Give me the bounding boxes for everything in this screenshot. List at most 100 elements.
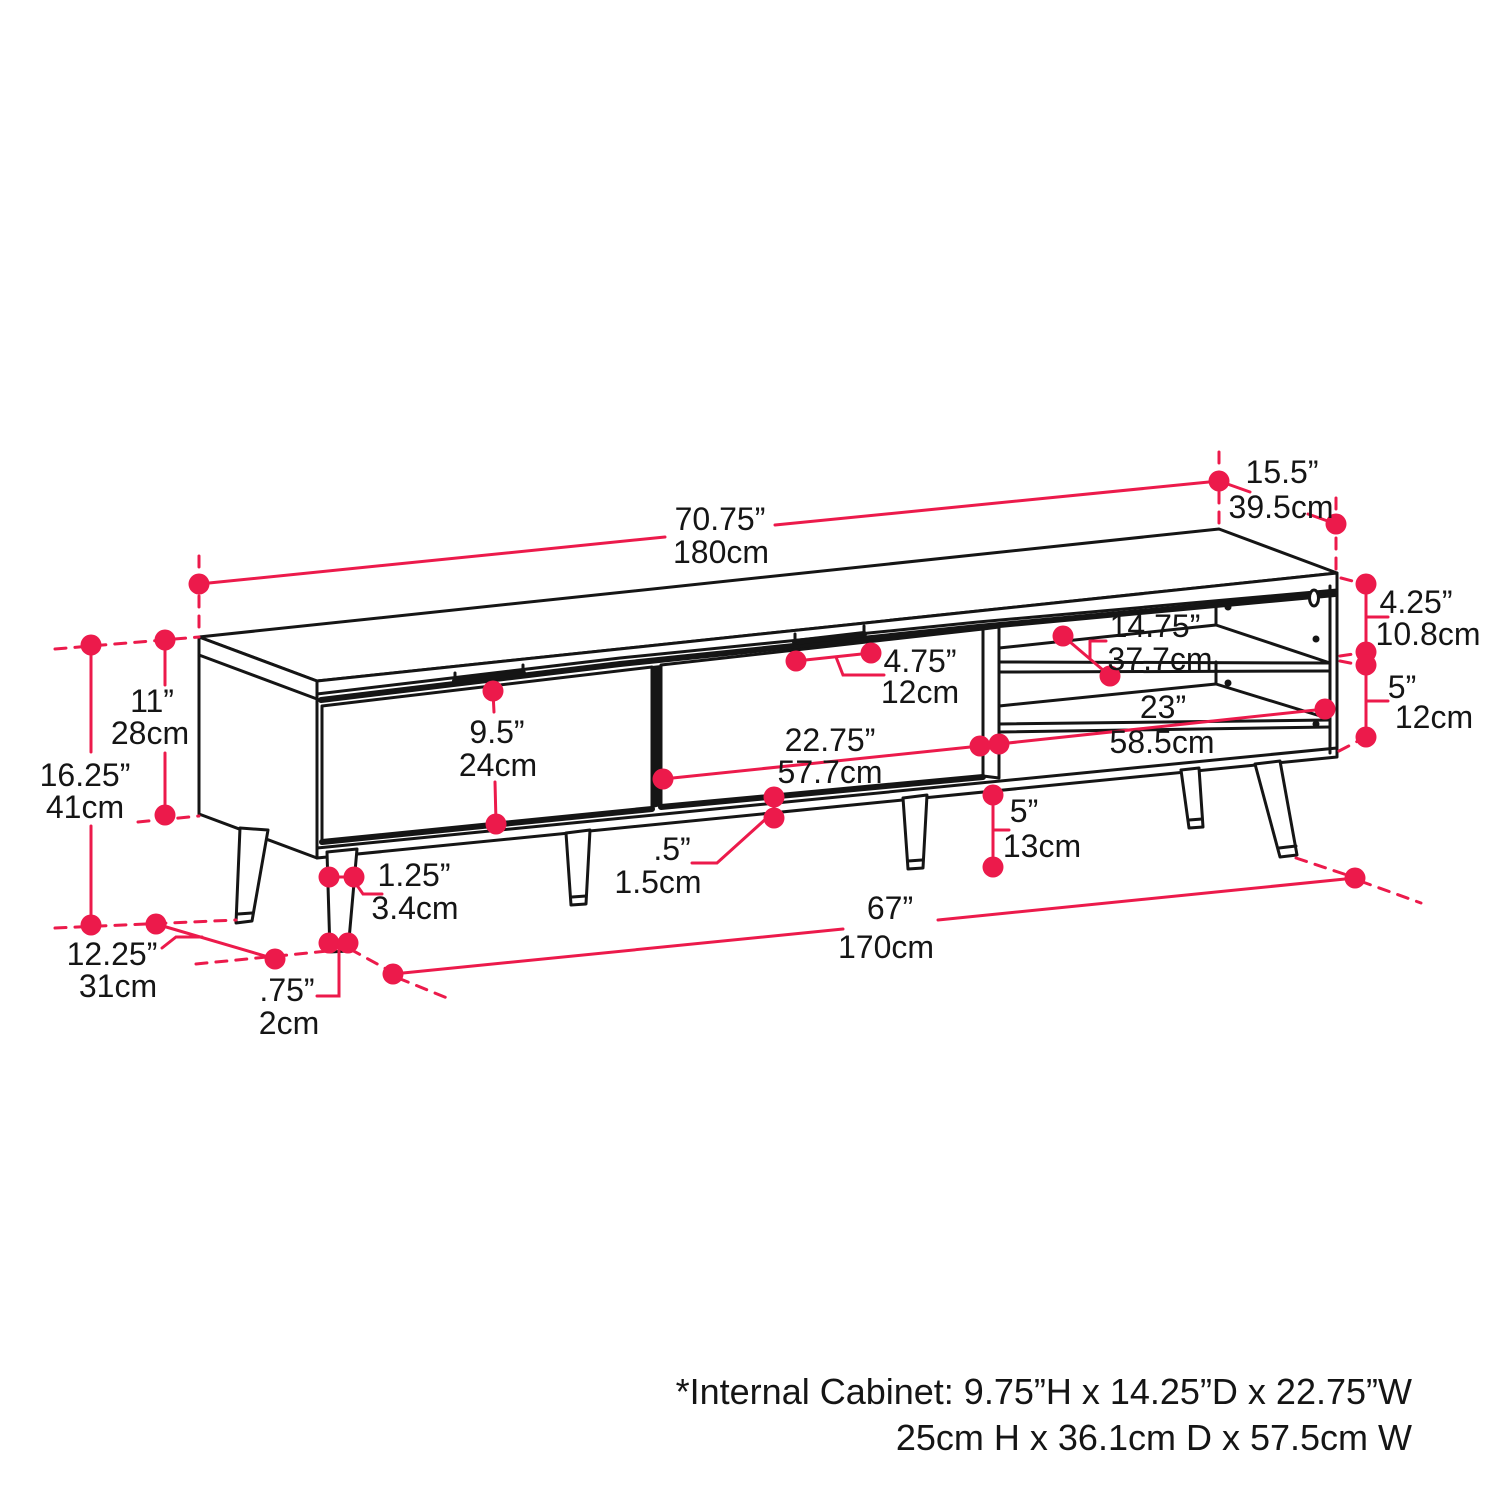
dim-overall-width: 70.75” 180cm xyxy=(188,450,1230,636)
dim-dot xyxy=(1052,625,1074,647)
leader-dash xyxy=(396,976,454,1002)
dim-overall-height: 16.25” 41cm xyxy=(40,634,238,936)
dim-dot xyxy=(1099,665,1121,687)
dim-dot xyxy=(343,866,365,888)
leg-foot xyxy=(570,894,588,899)
leader-dash xyxy=(1358,879,1423,905)
dim-dot xyxy=(860,642,882,664)
upper-shelf-front-bottom xyxy=(997,669,1332,674)
dimension-annotations: 70.75” 180cm 15.5” 39.5cm 4.25” 10.8cm xyxy=(40,450,1481,1041)
dim-label-metric: 170cm xyxy=(838,929,934,965)
dim-line xyxy=(997,707,1327,746)
dim-label-inches: 4.75” xyxy=(884,643,957,679)
dim-line xyxy=(391,927,845,976)
dim-label-inches: 11” xyxy=(130,683,174,719)
upper-shelf-back-edge xyxy=(997,623,1218,650)
dim-shelf-width: 23” 58.5cm xyxy=(988,689,1336,760)
dim-door-width: 22.75” 57.7cm xyxy=(652,722,991,790)
leader-dash xyxy=(1339,576,1362,585)
leader-line xyxy=(160,935,204,950)
screw-hole xyxy=(1224,679,1232,687)
middle-door-bottom-shadow xyxy=(658,774,986,810)
dim-label-metric: 10.8cm xyxy=(1376,616,1481,652)
dim-dot xyxy=(982,856,1004,878)
dim-label-metric: 2cm xyxy=(259,1005,319,1041)
upper-shelf-side-seam xyxy=(1214,623,1332,665)
leg-foot xyxy=(236,911,254,916)
dim-dot xyxy=(1355,573,1377,595)
dim-dot xyxy=(482,680,504,702)
dim-dot xyxy=(145,913,167,935)
leader-dash xyxy=(1337,738,1362,753)
dim-label-metric: 24cm xyxy=(459,747,537,783)
dim-dot xyxy=(988,733,1010,755)
dim-dot xyxy=(1314,698,1336,720)
dim-dot xyxy=(80,634,102,656)
leg-middle-left xyxy=(564,828,592,907)
dim-line xyxy=(1217,479,1252,494)
dim-label-inches: 23” xyxy=(1140,689,1186,725)
internal-cabinet-footnote: *Internal Cabinet: 9.75”H x 14.25”D x 22… xyxy=(676,1371,1412,1458)
dim-label-metric: 12cm xyxy=(881,674,959,710)
dim-label-metric: 41cm xyxy=(46,789,124,825)
footnote-line2: 25cm H x 36.1cm D x 57.5cm W xyxy=(896,1417,1412,1458)
door-handle-notches xyxy=(452,624,867,684)
lower-shelf-back-edge xyxy=(997,682,1218,708)
extension-line xyxy=(53,635,201,651)
dim-label-metric: 3.4cm xyxy=(371,890,458,926)
leader-dash xyxy=(1338,659,1362,667)
leader-line xyxy=(315,946,341,998)
dim-dot xyxy=(763,807,785,829)
dim-label-inches: 5” xyxy=(1388,669,1416,705)
dim-label-inches: 4.25” xyxy=(1380,584,1453,620)
leg-front-right xyxy=(1253,759,1299,859)
dim-label-metric: 28cm xyxy=(111,715,189,751)
dim-label-metric: 13cm xyxy=(1003,828,1081,864)
dim-label-inches: 14.75” xyxy=(1110,608,1201,644)
section-top-line xyxy=(997,590,1332,627)
leader-line xyxy=(690,814,771,865)
dim-dot xyxy=(763,786,785,808)
tv-stand-outline xyxy=(197,527,1339,954)
dim-label-inches: 1.25” xyxy=(378,857,451,893)
leg-foot xyxy=(1187,817,1204,822)
leader-line xyxy=(834,655,886,677)
leader-dash xyxy=(348,947,392,973)
leader-line xyxy=(1088,639,1108,661)
dim-dot xyxy=(188,573,210,595)
dim-dot xyxy=(1355,654,1377,676)
leg-middle-right xyxy=(901,793,929,871)
dim-dot xyxy=(485,813,507,835)
leg-foot xyxy=(1277,844,1298,850)
floor-line-front xyxy=(194,949,330,966)
dim-dot xyxy=(1355,726,1377,748)
screw-hole xyxy=(1224,603,1232,611)
upper-shelf-front-top xyxy=(997,660,1332,665)
dim-label-metric: 12cm xyxy=(1395,699,1473,735)
dim-dot xyxy=(785,650,807,672)
leg-back-left xyxy=(234,826,270,925)
leader-dash xyxy=(1338,651,1362,658)
dim-line xyxy=(661,744,982,781)
leader-dash xyxy=(1294,856,1352,878)
dim-dot xyxy=(264,948,286,970)
dim-dot xyxy=(652,768,674,790)
dim-handle-cutout: 4.75” 12cm xyxy=(785,642,959,710)
dim-dot xyxy=(337,932,359,954)
dim-door-height: 9.5” 24cm xyxy=(459,680,537,835)
dim-label-inches: 67” xyxy=(867,890,913,926)
dim-upper-opening-height: 4.25” 10.8cm xyxy=(1338,573,1481,663)
dim-lower-opening-height: 5” 12cm xyxy=(1337,654,1473,753)
lower-shelf-front-top xyxy=(997,718,1332,726)
dim-leg-top-width: 1.25” 3.4cm xyxy=(318,857,459,926)
screw-hole xyxy=(1312,635,1320,643)
dim-dot xyxy=(318,932,340,954)
dim-label-inches: 70.75” xyxy=(675,501,766,537)
dim-label-metric: 180cm xyxy=(673,534,769,570)
dim-label-inches: 16.25” xyxy=(40,757,131,793)
cable-hole xyxy=(1308,588,1320,608)
left-top-slab-edge xyxy=(197,653,319,701)
leg-back-right xyxy=(1179,766,1205,830)
dim-line xyxy=(773,479,1221,527)
